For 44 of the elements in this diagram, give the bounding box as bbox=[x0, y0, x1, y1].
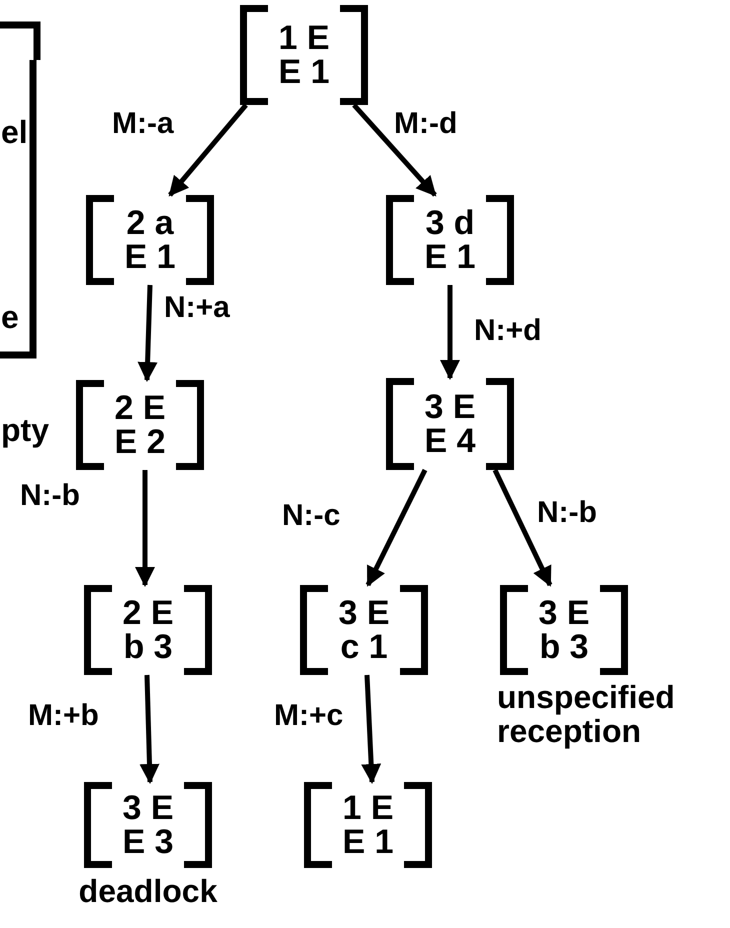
arrow bbox=[352, 103, 437, 197]
matrix-row-text: E 3 bbox=[121, 825, 175, 859]
matrix-row-text: 3 E bbox=[537, 596, 591, 630]
matrix-row-text: c 1 bbox=[339, 630, 389, 664]
matrix-bracket bbox=[76, 380, 204, 470]
matrix-row-text: E 1 bbox=[277, 55, 331, 89]
arrow bbox=[135, 470, 155, 587]
text-label: pty bbox=[1, 413, 49, 447]
text-label: e bbox=[1, 300, 19, 334]
matrix-row-text: 3 E bbox=[337, 596, 391, 630]
matrix-row-text: 2 a bbox=[125, 206, 175, 240]
matrix-row-text: b 3 bbox=[122, 630, 174, 664]
matrix-row-text: E 4 bbox=[423, 424, 477, 458]
matrix-row-text: 2 E bbox=[121, 596, 175, 630]
matrix-bracket bbox=[386, 195, 514, 285]
matrix-row-text: 3 d bbox=[424, 206, 476, 240]
arrow bbox=[140, 674, 160, 784]
matrix-row-text: 3 E bbox=[121, 791, 175, 825]
state-note: deadlock bbox=[78, 874, 218, 908]
matrix-row-text: 2 E bbox=[113, 391, 167, 425]
arrow bbox=[168, 103, 248, 197]
matrix-row-text: b 3 bbox=[538, 630, 590, 664]
matrix-bracket bbox=[86, 195, 214, 285]
matrix-row-text: E 1 bbox=[423, 240, 477, 274]
matrix-bracket bbox=[84, 585, 212, 675]
matrix-bracket bbox=[386, 378, 514, 470]
matrix-bracket bbox=[240, 5, 368, 105]
matrix-row-text: 1 E bbox=[341, 791, 395, 825]
matrix-row-text: E 2 bbox=[113, 425, 167, 459]
matrix-bracket bbox=[500, 585, 628, 675]
matrix-bracket bbox=[300, 585, 428, 675]
matrix-row-text: E 1 bbox=[123, 240, 177, 274]
arrow bbox=[440, 285, 460, 380]
arrow bbox=[361, 674, 382, 784]
arrow bbox=[138, 284, 158, 382]
matrix-row-text: E 1 bbox=[341, 825, 395, 859]
matrix-row-text: 1 E bbox=[277, 21, 331, 55]
text-label: el bbox=[1, 115, 28, 149]
matrix-bracket bbox=[84, 782, 212, 868]
state-note: unspecified reception bbox=[497, 680, 676, 748]
arrow bbox=[366, 468, 428, 587]
matrix-row-text: 3 E bbox=[423, 390, 477, 424]
matrix-bracket bbox=[304, 782, 432, 868]
arrow bbox=[492, 468, 552, 587]
